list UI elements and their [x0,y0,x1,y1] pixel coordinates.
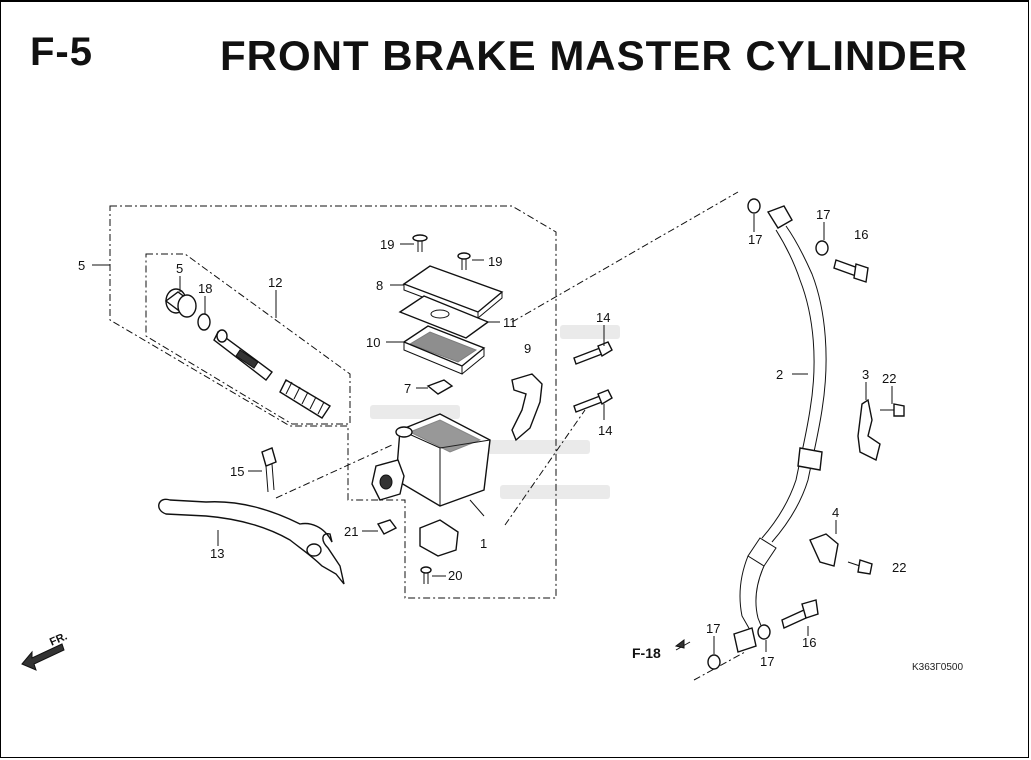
screw-19a [412,234,428,252]
leader-lines [92,214,893,654]
callout-22b: 22 [892,560,906,575]
callout-10: 10 [366,335,380,350]
piston-assembly [213,329,331,419]
group-boundary-piston [145,253,351,425]
callout-5-cap: 5 [176,261,183,276]
hose-clamp-3 [857,398,881,462]
bolt-22b [847,559,873,575]
callout-22a: 22 [882,371,896,386]
callout-16b: 16 [802,635,816,650]
callout-7: 7 [404,381,411,396]
bolt-22a [880,403,905,417]
diagram-title: FRONT BRAKE MASTER CYLINDER [220,32,968,79]
screw-19b [457,252,471,270]
switch-screw [420,566,432,584]
washer-17a [747,198,761,214]
callout-12: 12 [268,275,282,290]
brake-hose [733,205,827,653]
piston-cap [164,288,197,318]
callout-2: 2 [776,367,783,382]
callout-17c: 17 [706,621,720,636]
callout-16a: 16 [854,227,868,242]
callout-11: 11 [503,315,517,330]
callout-17d: 17 [760,654,774,669]
leader-dash-hose-top [511,191,739,323]
section-number: F-5 [30,30,93,74]
lever-pivot [306,543,322,557]
master-cylinder-holder [511,373,543,442]
group-boundary-outer [109,205,557,599]
callout-20: 20 [448,568,462,583]
callout-21: 21 [344,524,358,539]
callout-17b: 17 [816,207,830,222]
callout-1: 1 [480,536,487,551]
leader-dash-lever [275,444,393,499]
brake-lever [158,498,345,585]
callout-19b: 19 [488,254,502,269]
washer-17c [707,654,721,670]
boot-clip [426,379,454,395]
circlip [197,313,211,331]
callout-19a: 19 [380,237,394,252]
master-cylinder-body [371,413,491,517]
callout-17a: 17 [748,232,762,247]
pivot-bolt [261,447,277,493]
oil-bolt-16b [781,599,819,629]
washer-17d [757,624,771,640]
callout-8: 8 [376,278,383,293]
watermark [370,325,620,499]
oil-bolt-16a [833,259,869,283]
leader-dash-hose-body [504,409,586,526]
front-direction-label: FR. [48,630,69,648]
callout-4: 4 [832,505,839,520]
pivot-nut [376,519,398,535]
stop-switch [419,519,459,557]
drawing-code: K363Г0500 [912,662,963,673]
callout-9: 9 [524,341,531,356]
hose-clamp-4 [809,533,839,567]
bolt-14a [573,341,613,365]
callout-3: 3 [862,367,869,382]
diaphragm [402,325,486,375]
front-direction-arrow: FR. [21,630,69,671]
callout-18: 18 [198,281,212,296]
callout-13: 13 [210,546,224,561]
callout-14b: 14 [598,423,612,438]
washer-17b [815,240,829,256]
callout-5-group: 5 [78,258,85,273]
bolt-14b [573,389,613,413]
reference-f18: F-18 [632,645,661,661]
callout-14a: 14 [596,310,610,325]
callout-15: 15 [230,464,244,479]
leader-dash-f18 [693,651,746,681]
